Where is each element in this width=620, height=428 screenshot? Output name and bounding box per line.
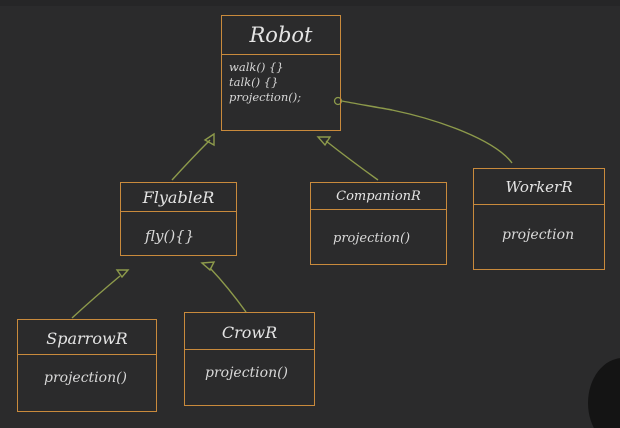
arrowhead-crow-flyable xyxy=(200,261,216,272)
class-methods-flyable: fly(){} xyxy=(121,213,236,255)
connector-sparrow-flyable xyxy=(71,275,121,319)
method-sparrow-projection: projection() xyxy=(44,370,128,386)
class-methods-worker: projection xyxy=(474,206,604,269)
top-strip xyxy=(0,0,620,6)
class-name-crow: CrowR xyxy=(185,313,314,350)
method-robot-talk: talk() {} xyxy=(229,75,279,89)
class-methods-sparrow: projection() xyxy=(18,356,156,411)
class-name-flyable: FlyableR xyxy=(121,183,236,212)
method-worker-projection: projection xyxy=(502,227,575,243)
method-crow-projection: projection() xyxy=(205,365,289,381)
class-box-companion: CompanionR projection() xyxy=(310,182,447,265)
endpoint-worker-robot xyxy=(333,96,343,106)
connector-companion-robot xyxy=(325,140,379,181)
class-methods-crow: projection() xyxy=(185,351,314,405)
class-box-crow: CrowR projection() xyxy=(184,312,315,406)
class-box-sparrow: SparrowR projection() xyxy=(17,319,157,412)
class-methods-companion: projection() xyxy=(311,211,446,264)
arrowhead-companion-robot xyxy=(316,136,332,147)
class-box-worker: WorkerR projection xyxy=(473,168,605,270)
connector-worker-robot xyxy=(341,100,513,164)
class-methods-robot: walk() {} talk() {} projection(); xyxy=(222,56,340,130)
class-name-worker: WorkerR xyxy=(474,169,604,205)
method-flyable-fly: fly(){} xyxy=(145,227,195,245)
connector-crow-flyable xyxy=(209,267,247,313)
class-box-flyable: FlyableR fly(){} xyxy=(120,182,237,256)
class-name-companion: CompanionR xyxy=(311,183,446,210)
class-name-robot: Robot xyxy=(222,16,340,55)
arrowhead-sparrow-flyable xyxy=(115,269,130,279)
class-box-robot: Robot walk() {} talk() {} projection(); xyxy=(221,15,341,131)
method-robot-projection: projection(); xyxy=(229,90,302,104)
method-robot-walk: walk() {} xyxy=(229,60,284,74)
class-name-sparrow: SparrowR xyxy=(18,320,156,355)
method-companion-projection: projection() xyxy=(333,231,411,246)
connector-flyable-robot xyxy=(171,139,211,181)
arrowhead-flyable-robot xyxy=(203,132,215,147)
